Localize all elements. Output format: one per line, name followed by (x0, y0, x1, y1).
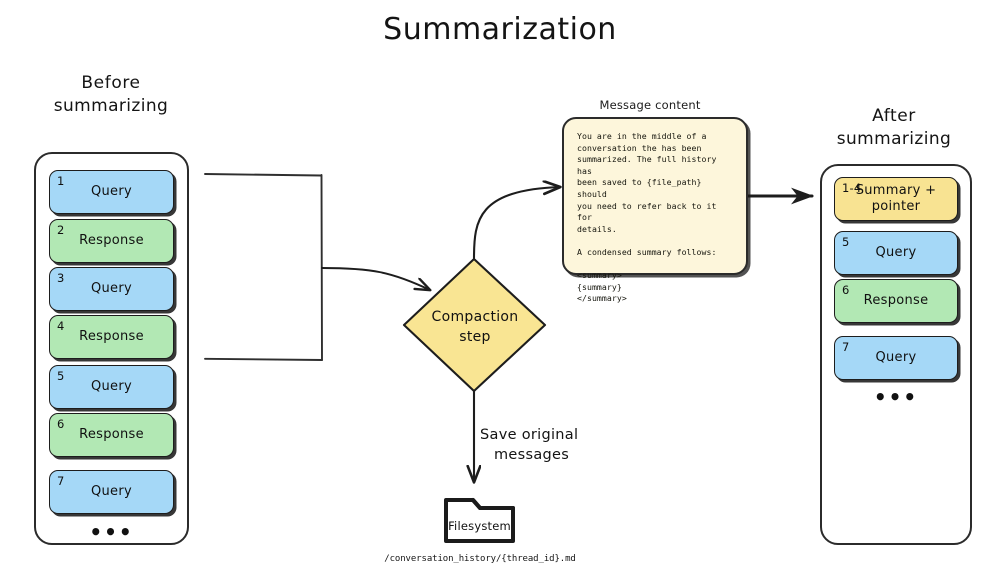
after-message-7[interactable]: 7 Query (834, 336, 958, 380)
before-message-3[interactable]: 3 Query (49, 267, 174, 311)
after-caption-line2: summarizing (836, 129, 952, 149)
before-column-caption: Before summarizing (35, 72, 187, 118)
message-label: Response (79, 233, 144, 248)
message-label: Summary + pointer (855, 183, 937, 214)
message-label: Query (875, 245, 917, 260)
bracket-messages-1-4 (204, 173, 323, 361)
save-arrow-label: Save original messages (480, 425, 650, 465)
compaction-label-line1: Compaction (431, 309, 519, 325)
after-column-ellipsis: ••• (873, 385, 919, 409)
after-caption-line1: After (872, 106, 916, 126)
message-label: Response (79, 329, 144, 344)
before-column-ellipsis: ••• (89, 520, 134, 544)
note-body: You are in the middle of a conversation … (577, 131, 717, 304)
before-message-1[interactable]: 1 Query (49, 170, 174, 214)
after-message-6[interactable]: 6 Response (834, 279, 958, 323)
filesystem-path: /conversation_history/{thread_id}.md (384, 554, 576, 564)
message-label: Query (90, 379, 132, 394)
message-index: 6 (842, 283, 850, 297)
after-message-summary[interactable]: 1-4 Summary + pointer (834, 177, 958, 221)
message-index: 2 (57, 223, 65, 237)
after-message-5[interactable]: 5 Query (834, 231, 958, 275)
message-label: Query (90, 484, 132, 499)
arrow-compaction-to-note (472, 187, 560, 260)
message-index: 4 (57, 319, 65, 333)
message-label: Query (875, 350, 917, 365)
message-index: 5 (842, 235, 850, 249)
filesystem-label: Filesystem (448, 519, 511, 533)
save-arrow-label-line1: Save original (480, 427, 579, 443)
filesystem-node[interactable]: Filesystem (446, 500, 513, 541)
before-message-5[interactable]: 5 Query (49, 365, 174, 409)
message-label: Response (863, 293, 929, 308)
message-index: 1-4 (842, 181, 862, 195)
before-message-6[interactable]: 6 Response (49, 413, 174, 457)
compaction-step-node[interactable]: Compaction step (404, 259, 546, 391)
message-label: Query (90, 281, 132, 296)
message-label: Query (90, 184, 132, 199)
before-message-7[interactable]: 7 Query (49, 470, 174, 514)
message-index: 6 (57, 417, 65, 431)
note-caption: Message content (599, 98, 701, 112)
before-caption-line2: summarizing (53, 96, 169, 116)
message-label: Response (79, 427, 144, 442)
page-title: Summarization (383, 12, 617, 47)
message-index: 7 (842, 340, 850, 354)
save-arrow-label-line2: messages (494, 447, 570, 463)
before-caption-line1: Before (81, 73, 141, 93)
message-index: 7 (57, 474, 65, 488)
message-content-note: You are in the middle of a conversation … (562, 117, 748, 303)
before-message-4[interactable]: 4 Response (49, 315, 174, 359)
compaction-label-line2: step (459, 329, 491, 345)
message-index: 5 (57, 369, 65, 383)
after-column-caption: After summarizing (818, 105, 970, 151)
before-message-2[interactable]: 2 Response (49, 219, 174, 263)
message-index: 1 (57, 174, 65, 188)
message-index: 3 (57, 271, 65, 285)
